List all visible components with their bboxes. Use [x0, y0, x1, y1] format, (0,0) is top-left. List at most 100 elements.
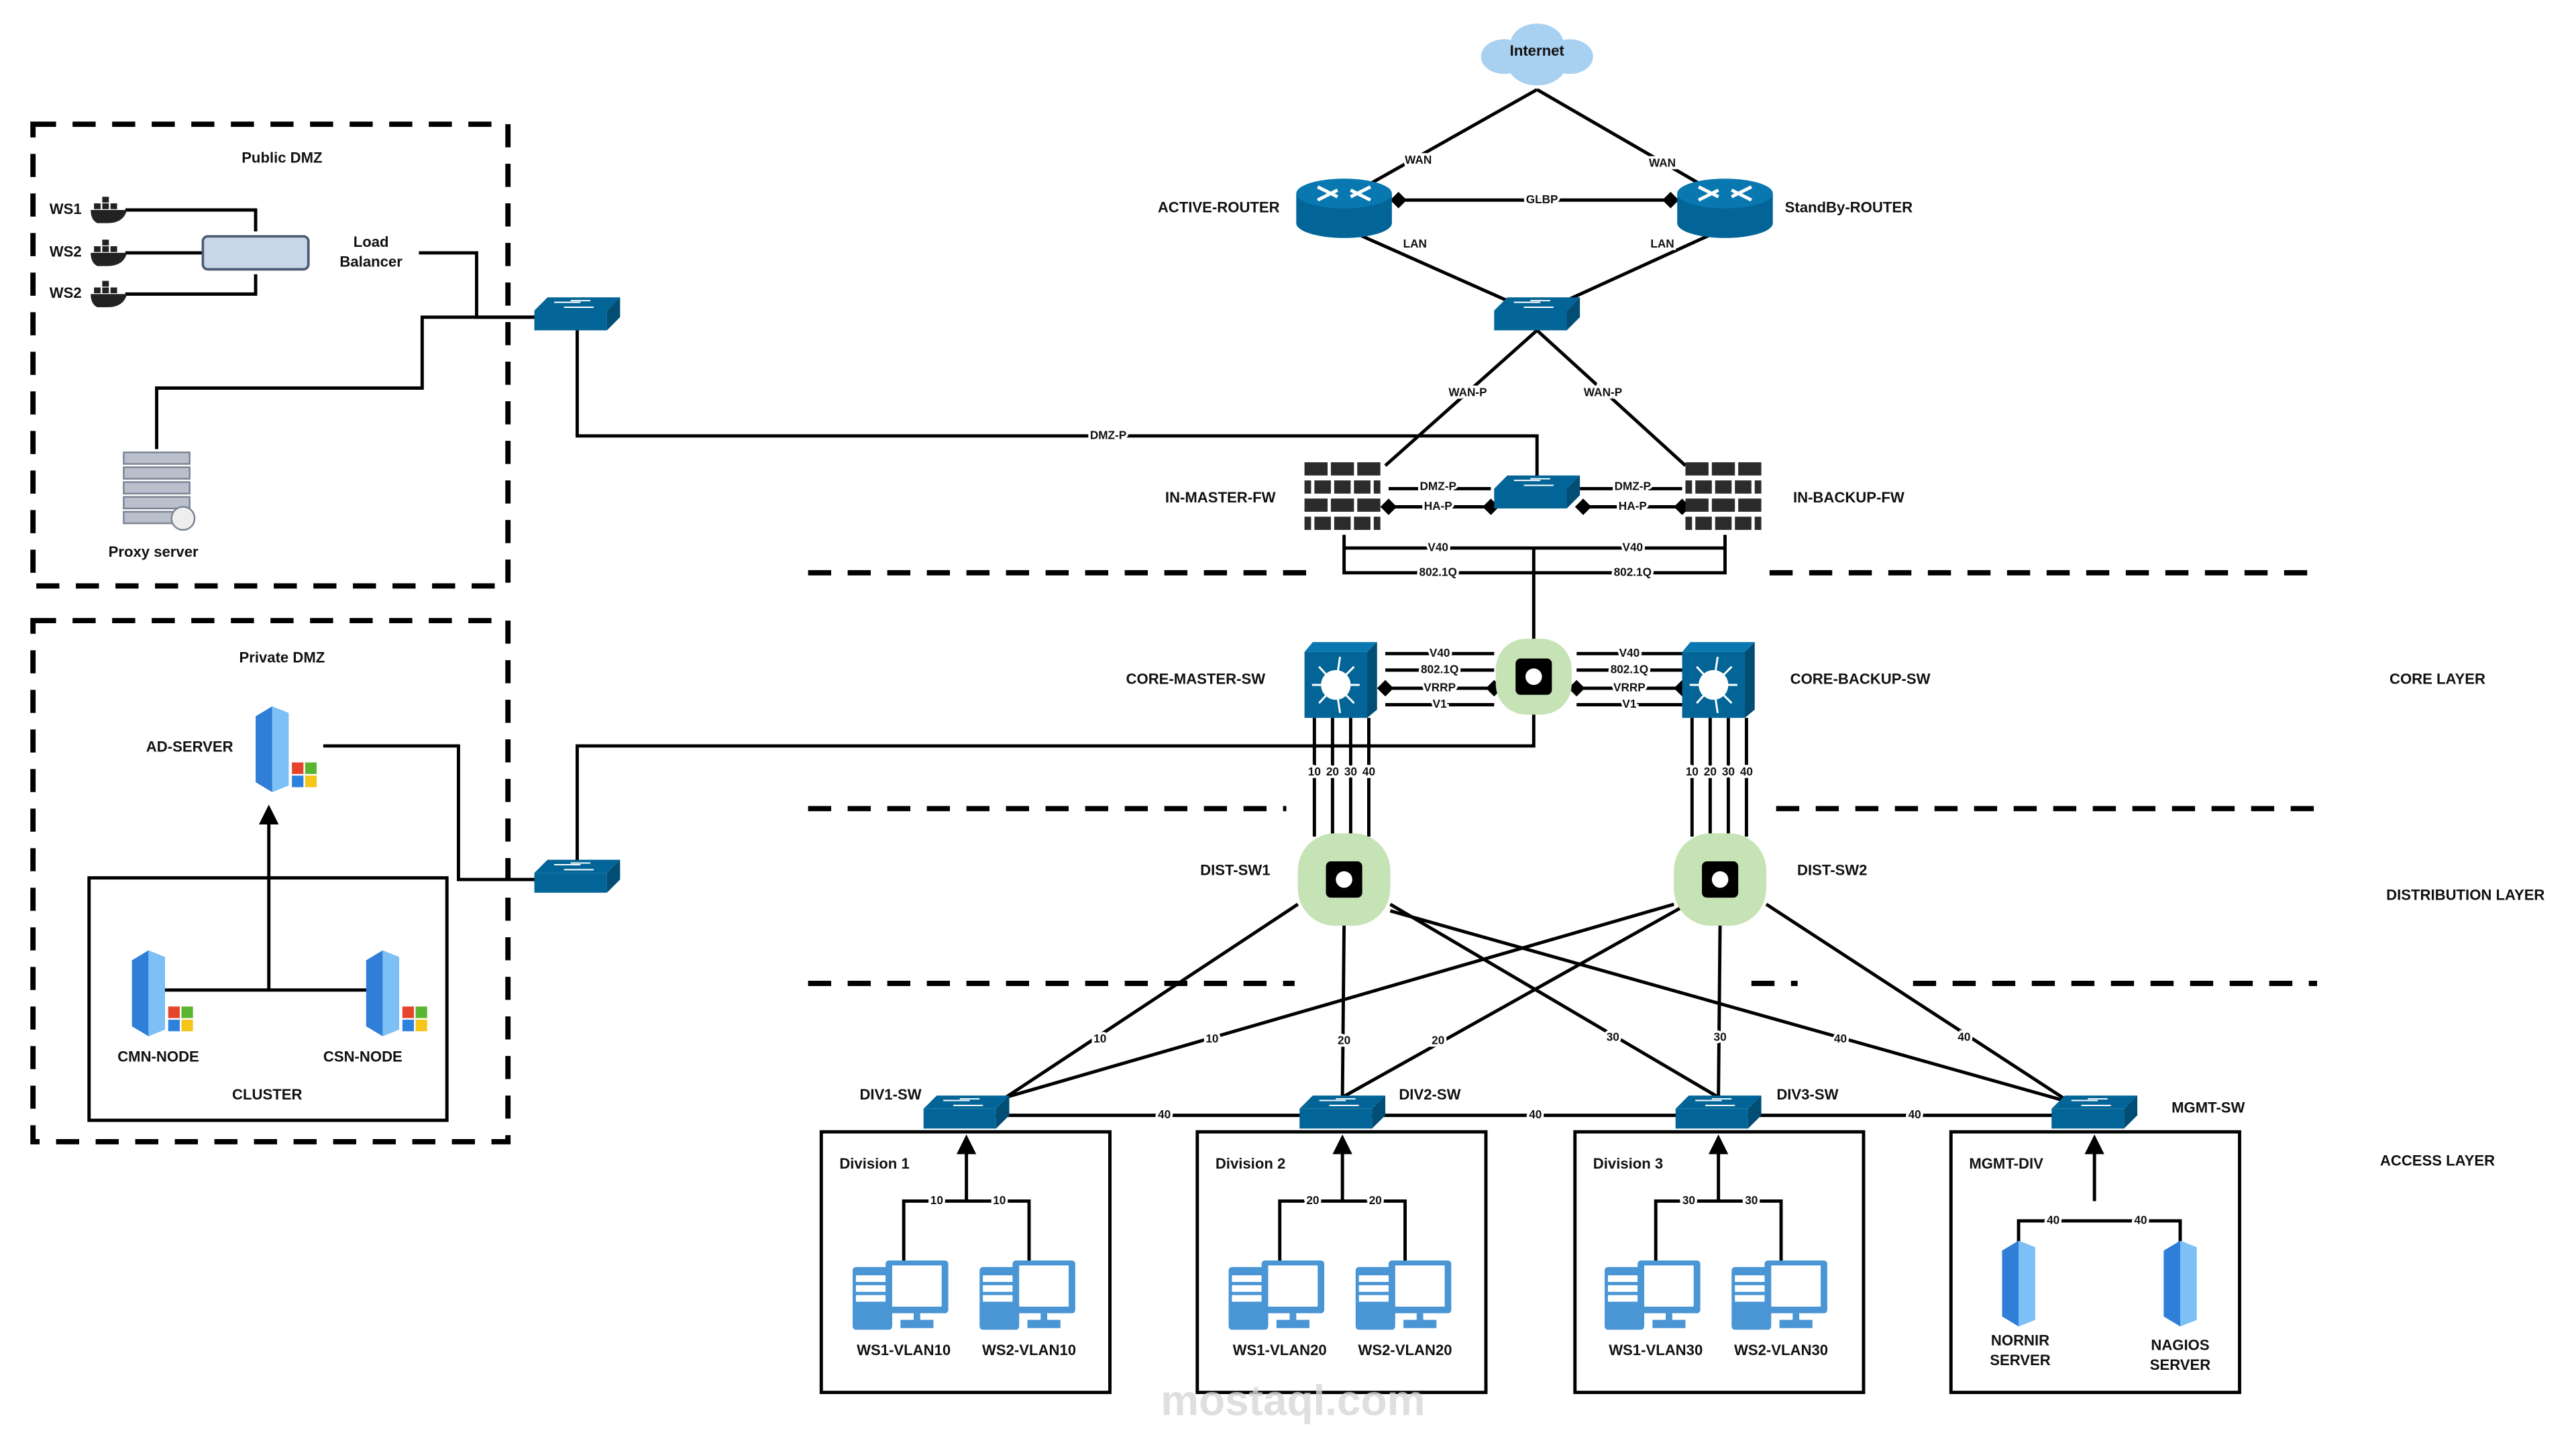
link-dist1-mgmt: [1389, 909, 2070, 1104]
cluster-label: CLUSTER: [232, 1086, 302, 1103]
division-box: [1949, 1130, 2241, 1395]
host-label: SERVER: [2150, 1356, 2211, 1373]
lan-label: LAN: [1403, 237, 1427, 250]
lan-label: LAN: [1650, 237, 1674, 250]
uplink-vlan-label: 40: [1834, 1032, 1847, 1045]
link-proxy-switch: [155, 315, 536, 449]
workstation-icon[interactable]: [1731, 1260, 1827, 1330]
host-label: WS1-VLAN10: [857, 1342, 951, 1358]
wanp-label: WAN-P: [1584, 385, 1622, 398]
link-host: [902, 1199, 1031, 1271]
master-fw-label: IN-MASTER-FW: [1165, 489, 1276, 506]
csn-node-icon[interactable]: [366, 950, 427, 1036]
docker-icon[interactable]: [91, 197, 127, 223]
access-switch-icon[interactable]: [923, 1095, 1010, 1129]
core-link-label: V1: [1433, 697, 1447, 710]
host-label: WS1-VLAN30: [1609, 1342, 1703, 1358]
public-dmz-switch-icon[interactable]: [534, 297, 621, 331]
dot1q-label: 802.1Q: [1614, 565, 1652, 578]
standby-router-label: StandBy-ROUTER: [1785, 199, 1913, 215]
private-dmz-switch-icon[interactable]: [534, 859, 621, 893]
workstation-icon[interactable]: [979, 1260, 1075, 1330]
core-hub-icon[interactable]: [1495, 639, 1572, 715]
link-lan-active: [1343, 226, 1538, 316]
internet-cloud-icon[interactable]: [1481, 23, 1593, 86]
core-link-label: V40: [1619, 646, 1640, 659]
link-core-to-private-dmz: [575, 547, 1536, 867]
watermark: mostaql.com: [1161, 1377, 1425, 1425]
ad-server-icon[interactable]: [256, 706, 317, 792]
load-balancer-label: Load: [354, 233, 389, 250]
public-dmz-zone: [30, 121, 511, 589]
link-wanp-backup: [1536, 329, 1687, 467]
workstation-icon[interactable]: [852, 1260, 949, 1330]
vlan-label: 40: [2047, 1214, 2059, 1227]
dist-sw1-label: DIST-SW1: [1200, 862, 1270, 879]
workstation-icon[interactable]: [1228, 1260, 1325, 1330]
division-title: MGMT-DIV: [1969, 1155, 2043, 1172]
master-firewall-icon[interactable]: [1304, 462, 1381, 530]
edge-switch-icon[interactable]: [1494, 297, 1580, 331]
vlan-label: 10: [930, 1193, 943, 1207]
host-label: WS2-VLAN30: [1734, 1342, 1828, 1358]
nornir-server-icon[interactable]: [2002, 1240, 2035, 1327]
access-switch-icon[interactable]: [1299, 1095, 1386, 1129]
ws-label: WS1: [50, 201, 82, 217]
access-switch-icon[interactable]: [1675, 1095, 1762, 1129]
nagios-server-icon[interactable]: [2163, 1240, 2197, 1327]
docker-icon[interactable]: [91, 280, 127, 308]
access-switch-label: DIV3-SW: [1776, 1086, 1838, 1103]
access-switch-icon[interactable]: [2051, 1095, 2138, 1129]
core-master-switch-icon[interactable]: [1304, 642, 1377, 718]
link-lb-switch: [419, 251, 536, 319]
core-backup-switch-icon[interactable]: [1682, 642, 1755, 718]
cmn-node-label: CMN-NODE: [117, 1048, 199, 1065]
firewall-switch-icon[interactable]: [1494, 475, 1580, 508]
host-label: WS2-VLAN20: [1358, 1342, 1452, 1358]
link-host: [1654, 1199, 1783, 1271]
load-balancer-icon[interactable]: [201, 235, 310, 271]
private-dmz-title: Private DMZ: [239, 649, 325, 666]
division-title: Division 3: [1593, 1155, 1663, 1172]
link-dist1-div1: [1005, 902, 1299, 1099]
ws-label: WS2: [50, 284, 82, 301]
core-backup-label: CORE-BACKUP-SW: [1790, 670, 1931, 687]
uplink-vlan-label: 10: [1093, 1032, 1106, 1045]
backup-firewall-icon[interactable]: [1685, 462, 1762, 530]
vlan-label: 10: [993, 1193, 1006, 1207]
core-link-label: 802.1Q: [1611, 662, 1648, 676]
dist-sw2-icon[interactable]: [1674, 833, 1766, 926]
dmzp-label: DMZ-P: [1615, 480, 1651, 493]
vlan-label: 40: [1740, 765, 1753, 778]
ad-server-label: AD-SERVER: [146, 738, 233, 755]
workstation-icon[interactable]: [1605, 1260, 1701, 1330]
proxy-server-icon[interactable]: [123, 451, 196, 531]
vlan-label: 20: [1369, 1193, 1382, 1207]
host-label: WS2-VLAN10: [982, 1342, 1076, 1358]
vlan-label: 40: [2134, 1214, 2147, 1227]
dist-sw2-label: DIST-SW2: [1797, 862, 1867, 879]
link-ws1-lb: [125, 208, 258, 231]
wan-label: WAN: [1405, 153, 1432, 166]
trunk-label: 40: [1158, 1108, 1171, 1121]
wanp-label: WAN-P: [1448, 385, 1487, 398]
wan-label: WAN: [1649, 156, 1676, 170]
link-dmzp: [575, 330, 1539, 482]
vlan-label: 10: [1308, 765, 1321, 778]
uplink-vlan-label: 30: [1607, 1030, 1619, 1044]
vlan-label: 40: [1362, 765, 1375, 778]
standby-router-icon[interactable]: [1677, 178, 1773, 238]
cmn-node-icon[interactable]: [131, 950, 193, 1036]
trunk-label: 40: [1909, 1108, 1921, 1121]
dist-sw1-icon[interactable]: [1297, 833, 1391, 926]
public-dmz-title: Public DMZ: [241, 150, 322, 166]
docker-icon[interactable]: [91, 239, 127, 266]
vlan-label: 20: [1326, 765, 1339, 778]
active-router-icon[interactable]: [1296, 178, 1392, 238]
workstation-icon[interactable]: [1355, 1260, 1452, 1330]
access-layer-label: ACCESS LAYER: [2380, 1152, 2495, 1169]
devices: [91, 23, 2197, 1330]
uplink-vlan-label: 40: [1957, 1030, 1970, 1044]
link-wan-standby: [1536, 88, 1726, 200]
